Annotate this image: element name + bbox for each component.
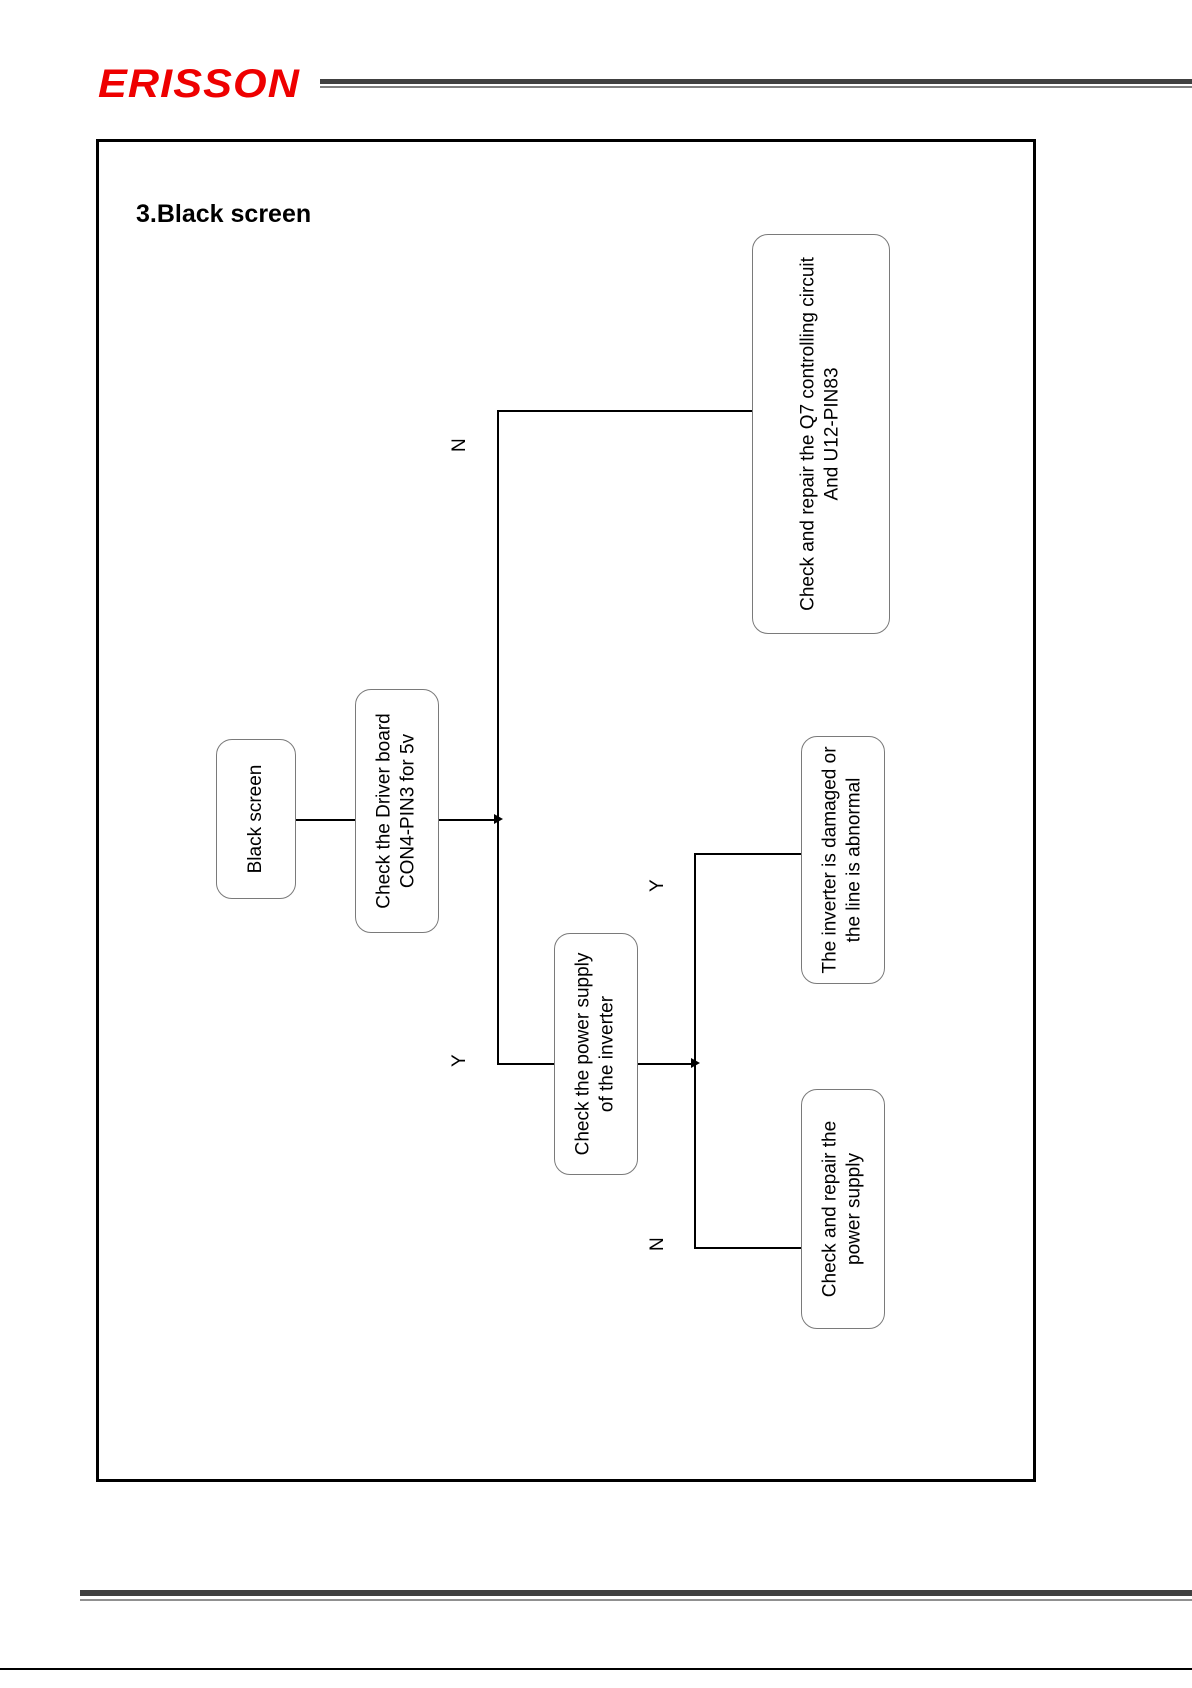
page-title: 3.Black screen <box>136 200 312 228</box>
edge-inverter-power-to-junction <box>638 1063 694 1065</box>
footer-corner-marks <box>1070 1678 1190 1688</box>
header-rule-gap <box>320 84 1192 86</box>
erisson-logo: ERISSON <box>98 62 301 106</box>
edge-no-to-repair-power <box>694 1247 801 1249</box>
page-header: ERISSON <box>0 0 1192 130</box>
branch-label-no-driver: N <box>449 438 470 452</box>
flow-node-inverter-damaged[interactable]: The inverter is damaged or the line is a… <box>801 736 885 984</box>
edge-start-to-driver <box>296 819 394 821</box>
header-rule-thick <box>320 79 1192 84</box>
troubleshooting-flowchart: Black screen Check the Driver board CON4… <box>96 139 1036 1482</box>
flow-node-check-inverter-power-label: Check the power supply of the inverter <box>572 952 618 1156</box>
flow-node-check-driver[interactable]: Check the Driver board CON4-PIN3 for 5v <box>355 689 439 933</box>
flow-node-black-screen-label: Black screen <box>244 764 266 874</box>
branch-label-yes-inverter: Y <box>647 879 668 892</box>
flow-node-repair-q7-label: Check and repair the Q7 controlling circ… <box>797 257 843 611</box>
flow-node-repair-q7[interactable]: Check and repair the Q7 controlling circ… <box>752 234 890 634</box>
edge-driver-branch-spine <box>497 410 499 1064</box>
flow-node-inverter-damaged-label: The inverter is damaged or the line is a… <box>819 746 865 974</box>
header-rule-thin <box>320 86 1192 88</box>
flow-node-repair-power[interactable]: Check and repair the power supply <box>801 1089 885 1329</box>
edge-inverter-branch-spine <box>694 853 696 1249</box>
footer-rule-thick <box>80 1590 1192 1596</box>
flow-node-repair-power-label: Check and repair the power supply <box>819 1120 865 1298</box>
edge-yes-to-inverter-power <box>497 1063 557 1065</box>
footer-rule-thin <box>80 1599 1192 1601</box>
edge-yes-to-inverter-damaged <box>694 853 801 855</box>
edge-driver-to-junction <box>439 819 497 821</box>
flow-node-check-driver-label: Check the Driver board CON4-PIN3 for 5v <box>373 713 419 909</box>
flow-node-check-inverter-power[interactable]: Check the power supply of the inverter <box>554 933 638 1175</box>
header-divider-rule <box>320 79 1192 88</box>
branch-label-no-inverter: N <box>647 1237 668 1251</box>
flow-node-black-screen[interactable]: Black screen <box>216 739 296 899</box>
edge-no-to-repair-q7 <box>497 410 752 412</box>
footer-baseline <box>0 1668 1192 1670</box>
branch-label-yes-driver: Y <box>449 1054 470 1067</box>
footer-divider-rule <box>80 1590 1192 1601</box>
footer-rule-gap <box>80 1596 1192 1599</box>
